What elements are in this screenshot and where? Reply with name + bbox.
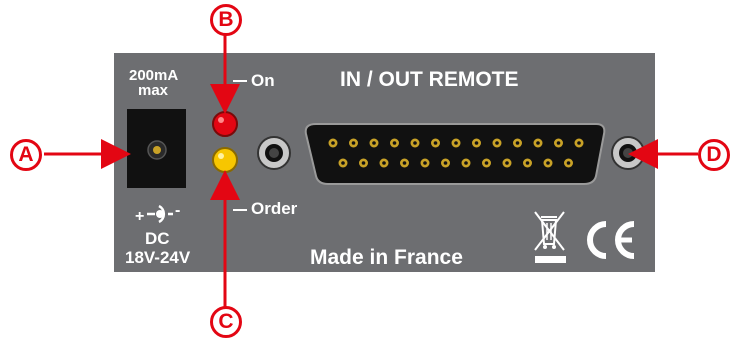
weee-crossed-bin-icon bbox=[534, 211, 566, 263]
led-order-label: Order bbox=[251, 199, 298, 218]
power-current-bottom: max bbox=[138, 82, 169, 99]
connector-pin-hole bbox=[464, 161, 468, 165]
connector-pin-hole bbox=[577, 141, 581, 145]
connector-pin-hole bbox=[454, 141, 458, 145]
connector-pin-hole bbox=[495, 141, 499, 145]
svg-text:+: + bbox=[135, 208, 144, 225]
connector-pin-hole bbox=[525, 161, 530, 165]
callout-a: A bbox=[10, 139, 42, 171]
connector-pin-hole bbox=[546, 161, 550, 165]
connector-pin-hole bbox=[505, 161, 509, 165]
connector-pin-hole bbox=[536, 141, 540, 145]
connector-pin-hole bbox=[372, 141, 376, 145]
connector-pin-hole bbox=[392, 141, 397, 145]
connector-pin-hole bbox=[413, 141, 417, 145]
led-on-label: On bbox=[251, 71, 275, 90]
dc-polarity-icon: + - bbox=[135, 202, 180, 225]
ce-mark-icon bbox=[587, 221, 635, 259]
connector-title: IN / OUT REMOTE bbox=[340, 68, 519, 91]
connector-pin-hole bbox=[566, 161, 571, 165]
svg-text:-: - bbox=[175, 202, 180, 219]
connector-pin-hole bbox=[423, 161, 427, 165]
connector-pin-hole bbox=[402, 161, 407, 165]
connector-pin-hole bbox=[331, 141, 335, 145]
led-order-tick bbox=[233, 209, 247, 211]
power-type-label: DC bbox=[145, 229, 170, 248]
connector-pin-hole bbox=[556, 141, 561, 145]
connector-pin-hole bbox=[382, 161, 386, 165]
connector-pin-hole bbox=[351, 141, 356, 145]
led-on-tick bbox=[233, 80, 247, 82]
connector-pin-hole bbox=[474, 141, 479, 145]
origin-label: Made in France bbox=[310, 246, 463, 269]
connector-pin-hole bbox=[361, 161, 366, 165]
connector-pin-hole bbox=[484, 161, 489, 165]
power-current-top: 200mA bbox=[129, 67, 179, 84]
connector-pin-hole bbox=[443, 161, 448, 165]
connector-pin-hole bbox=[341, 161, 345, 165]
power-voltage-label: 18V-24V bbox=[125, 248, 191, 267]
callout-c: C bbox=[210, 306, 242, 338]
callout-d: D bbox=[698, 139, 730, 171]
callout-b: B bbox=[210, 4, 242, 36]
connector-pin-hole bbox=[433, 141, 438, 145]
connector-pin-hole bbox=[515, 141, 520, 145]
